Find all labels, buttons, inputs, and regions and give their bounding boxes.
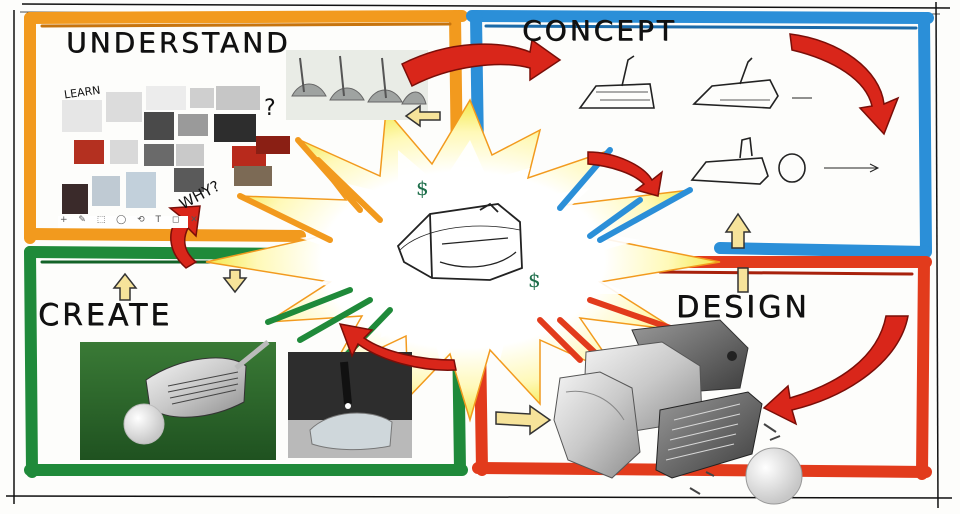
exploded-putter-render-icon: [553, 319, 803, 505]
putter-sketch-icon: [396, 202, 523, 281]
idea-burst: [205, 98, 721, 423]
feedback-arrows: [112, 104, 752, 436]
question-annotation: ?: [264, 96, 276, 121]
understand-thumbnail-collage: [62, 86, 290, 214]
concept-sketches: [578, 55, 880, 185]
understand-label: UNDERSTAND: [66, 26, 291, 59]
concept-label: CONCEPT: [522, 14, 677, 47]
collage-toolbar-glyphs: + ✎ ⬚ ◯ ⟲ T ◻ ✕: [60, 215, 202, 225]
concept-quadrant-frame: [466, 10, 934, 258]
process-arrow-icon: [168, 33, 909, 426]
reference-photos: [286, 50, 428, 120]
dollar-top: $: [416, 176, 429, 200]
collage-toolbar: [58, 216, 188, 228]
design-label: DESIGN: [676, 290, 810, 325]
create-photos: [80, 340, 412, 460]
dollar-bottom: $: [528, 268, 541, 292]
create-label: CREATE: [38, 298, 173, 333]
